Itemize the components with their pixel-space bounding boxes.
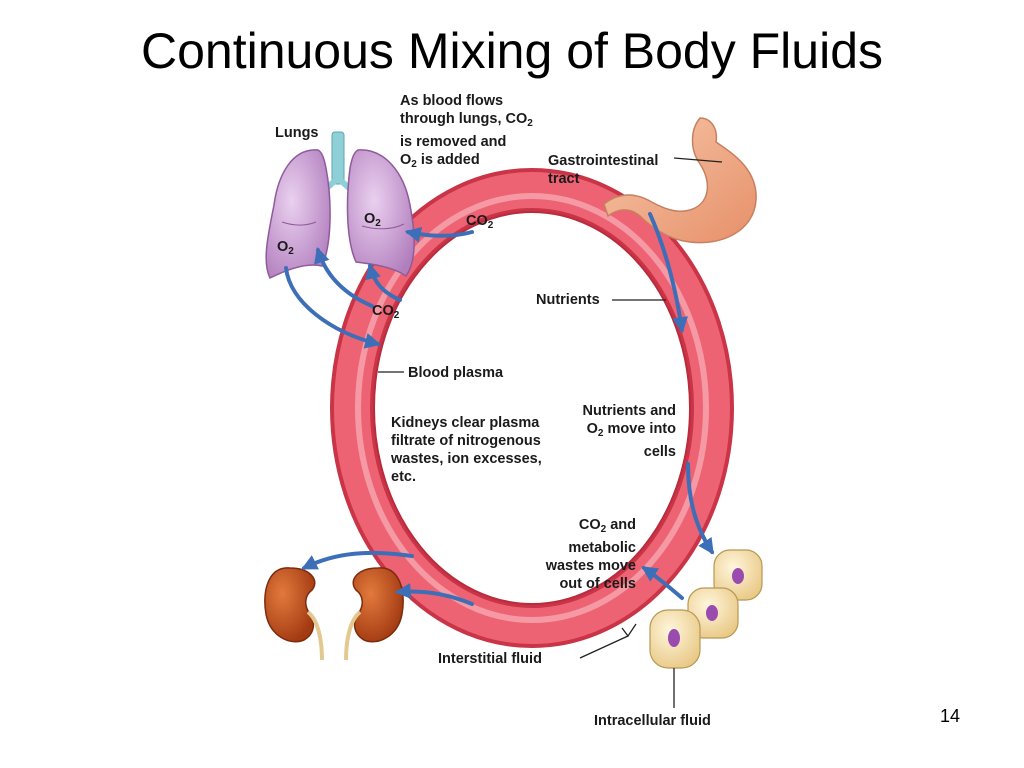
into-cells-note: Nutrients and O2 move into cells	[568, 402, 676, 461]
out-cells-line: wastes move	[545, 558, 636, 574]
o2-gas-label: O2	[364, 211, 381, 229]
leader-lines	[378, 157, 723, 708]
co2-from-plasma-arrow	[314, 246, 374, 308]
o2-to-plasma-arrow	[284, 266, 382, 349]
into-cells-arrow	[686, 462, 714, 555]
kidneys-note-line: Kidneys clear plasma	[391, 415, 540, 431]
out-cells-line: CO2 and	[578, 517, 636, 535]
out-of-cells-note: CO2 and metabolic wastes move out of cel…	[488, 516, 636, 593]
flow-arrows	[284, 212, 714, 606]
out-cells-line: metabolic	[568, 540, 636, 556]
co2-to-lungs-arrow	[404, 226, 474, 243]
lungs-illustration	[265, 131, 415, 280]
into-cells-line: cells	[643, 444, 676, 460]
nutrients-label: Nutrients	[536, 292, 600, 308]
out-of-cells-arrow	[641, 566, 684, 600]
lung-note-line: through lungs, CO2	[400, 111, 533, 129]
to-right-kidney-arrow	[394, 583, 474, 606]
gi-tract-line: Gastrointestinal	[548, 153, 659, 169]
cell	[713, 549, 763, 601]
gi-tract-label: Gastrointestinal tract	[548, 152, 658, 188]
lung-note-line: O2 is added	[400, 152, 480, 170]
cells-illustration	[649, 549, 763, 669]
kidneys-note: Kidneys clear plasma filtrate of nitroge…	[391, 414, 542, 486]
kidneys-note-line: filtrate of nitrogenous	[391, 433, 541, 449]
kidneys-note-line: wastes, ion excesses,	[391, 451, 542, 467]
gi-tract-line: tract	[548, 171, 580, 187]
blood-plasma-label: Blood plasma	[408, 365, 504, 381]
plasma-ring	[330, 168, 734, 648]
lung-exchange-note: As blood flows through lungs, CO2 is rem…	[400, 92, 533, 174]
co2-gas-label: CO2	[372, 303, 400, 321]
page-number: 14	[940, 706, 961, 726]
out-cells-line: out of cells	[559, 576, 636, 592]
co2-gas-label: CO2	[466, 213, 494, 231]
o2-gas-label: O2	[277, 239, 294, 257]
interstitial-fluid-label: Interstitial fluid	[438, 651, 542, 667]
into-cells-line: Nutrients and	[582, 403, 676, 419]
gastrointestinal-illustration	[603, 117, 757, 244]
slide-title: Continuous Mixing of Body Fluids	[140, 23, 884, 79]
cell	[649, 609, 701, 669]
lungs-label: Lungs	[275, 125, 319, 141]
lung-note-line: As blood flows	[400, 93, 504, 109]
intracellular-fluid-label: Intracellular fluid	[594, 713, 711, 729]
nutrients-arrow	[648, 212, 689, 334]
lung-note-line: is removed and	[400, 134, 507, 150]
kidneys-note-line: etc.	[391, 469, 416, 485]
kidneys-illustration	[264, 567, 404, 661]
to-left-kidney-arrow	[301, 550, 414, 570]
o2-into-lungs-arrow	[365, 262, 402, 302]
into-cells-line: O2 move into	[586, 421, 676, 439]
